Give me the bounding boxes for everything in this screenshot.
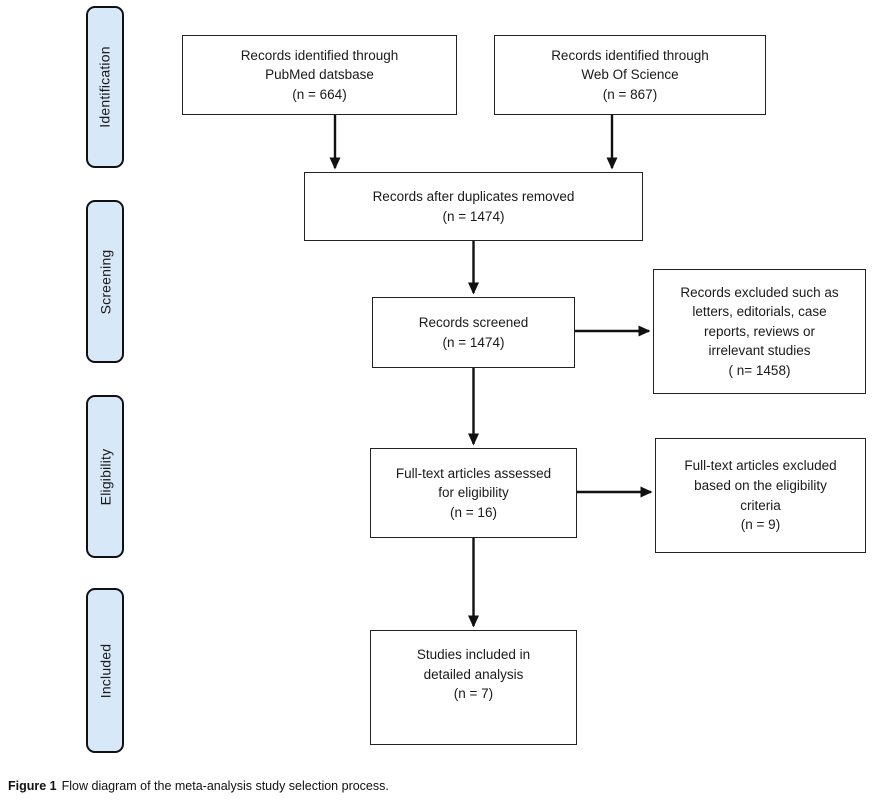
stage-included: Included <box>86 588 124 753</box>
stage-screening-label: Screening <box>97 249 113 314</box>
stage-identification-label: Identification <box>97 46 114 128</box>
box-records-pubmed: Records identified through PubMed datsba… <box>182 35 457 115</box>
stage-included-label: Included <box>97 643 113 698</box>
box-duplicates-removed: Records after duplicates removed (n = 14… <box>304 172 643 241</box>
box-records-excluded: Records excluded such as letters, editor… <box>653 269 866 394</box>
box-studies-included: Studies included in detailed analysis (n… <box>370 630 577 745</box>
figure-caption-text: Flow diagram of the meta-analysis study … <box>61 779 389 793</box>
stage-screening: Screening <box>86 200 124 363</box>
figure-caption-label: Figure 1 <box>8 779 57 793</box>
box-records-web-of-science: Records identified through Web Of Scienc… <box>494 35 766 115</box>
box-records-screened: Records screened (n = 1474) <box>372 297 575 368</box>
stage-eligibility-label: Eligibility <box>97 448 114 505</box>
stage-identification: Identification <box>86 6 124 168</box>
box-fulltext-excluded: Full-text articles excluded based on the… <box>655 438 866 553</box>
stage-eligibility: Eligibility <box>86 395 124 558</box>
figure-caption: Figure 1 Flow diagram of the meta-analysi… <box>8 779 389 793</box>
box-fulltext-assessed: Full-text articles assessed for eligibil… <box>370 448 577 538</box>
